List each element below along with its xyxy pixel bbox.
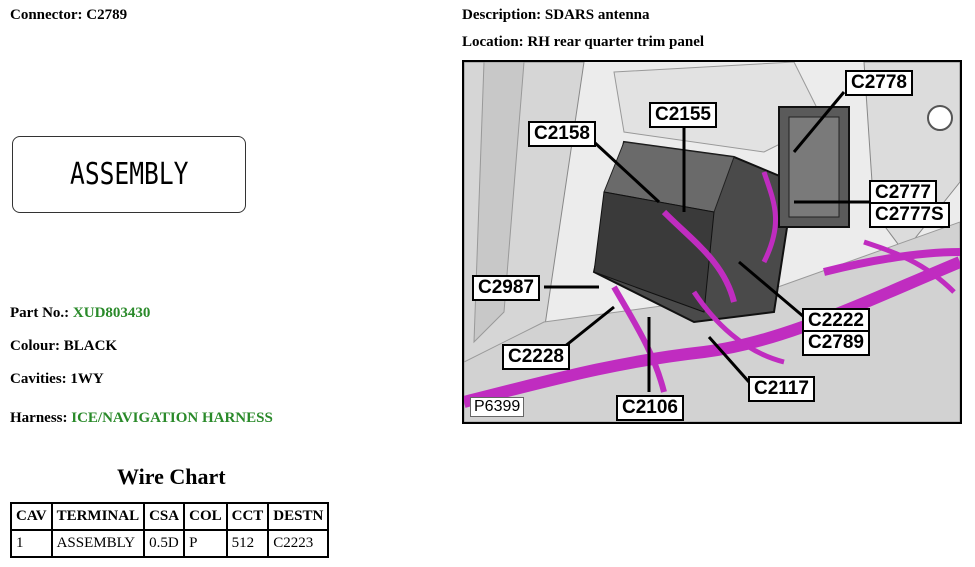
header-csa: CSA	[143, 502, 186, 531]
callout-c2228: C2228	[502, 344, 570, 370]
harness-label: Harness:	[10, 410, 68, 426]
cell-cct: 512	[225, 529, 270, 558]
callout-c2158: C2158	[528, 121, 596, 147]
callout-c2778: C2778	[845, 70, 913, 96]
colour-line: Colour: BLACK	[10, 338, 117, 355]
cavities-label: Cavities:	[10, 371, 67, 387]
assembly-image: ASSEMBLY	[12, 136, 246, 213]
callout-c2777: C2777	[869, 180, 937, 206]
callout-c2987: C2987	[472, 275, 540, 301]
header-terminal: TERMINAL	[50, 502, 146, 531]
location-line: Location: RH rear quarter trim panel	[462, 34, 704, 51]
connector-line: Connector: C2789	[10, 7, 127, 24]
header-cav: CAV	[10, 502, 53, 531]
cavities-value: 1WY	[70, 371, 104, 387]
part-number-link[interactable]: XUD803430	[72, 305, 151, 321]
wire-chart-title: Wire Chart	[117, 464, 226, 489]
callout-c2222: C2222	[802, 308, 870, 334]
callout-c2106: C2106	[616, 395, 684, 421]
cell-col: P	[183, 529, 228, 558]
description-value: SDARS antenna	[544, 7, 650, 23]
wire-chart-header-row: CAV TERMINAL CSA COL CCT DESTN	[10, 502, 330, 531]
part-number-line: Part No.: XUD803430	[10, 305, 150, 322]
description-line: Description: SDARS antenna	[462, 7, 650, 24]
callout-c2117: C2117	[748, 376, 815, 402]
cell-cav: 1	[10, 529, 53, 558]
callout-c2155: C2155	[649, 102, 717, 128]
description-label: Description:	[462, 7, 542, 23]
header-cct: CCT	[225, 502, 270, 531]
connector-label: Connector:	[10, 7, 83, 23]
table-row: 1 ASSEMBLY 0.5D P 512 C2223	[10, 529, 330, 558]
cavities-line: Cavities: 1WY	[10, 371, 104, 388]
assembly-image-text: ASSEMBLY	[69, 157, 189, 192]
connector-value: C2789	[86, 7, 128, 23]
callout-c2777s: C2777S	[869, 202, 950, 228]
location-value: RH rear quarter trim panel	[527, 34, 705, 50]
colour-value: BLACK	[63, 338, 118, 354]
colour-label: Colour:	[10, 338, 60, 354]
harness-line: Harness: ICE/NAVIGATION HARNESS	[10, 410, 273, 427]
figure-id: P6399	[470, 397, 525, 417]
location-label: Location:	[462, 34, 524, 50]
header-destn: DESTN	[267, 502, 330, 531]
wire-chart-table: CAV TERMINAL CSA COL CCT DESTN 1 ASSEMBL…	[10, 502, 330, 558]
cell-destn: C2223	[267, 529, 330, 558]
header-col: COL	[183, 502, 228, 531]
cell-csa: 0.5D	[143, 529, 186, 558]
callout-c2789: C2789	[802, 330, 870, 356]
part-number-label: Part No.:	[10, 305, 70, 321]
cell-terminal: ASSEMBLY	[50, 529, 146, 558]
location-illustration: C2778 C2155 C2158 C2777 C2777S C2987 C22…	[462, 60, 962, 424]
harness-link[interactable]: ICE/NAVIGATION HARNESS	[71, 410, 273, 426]
